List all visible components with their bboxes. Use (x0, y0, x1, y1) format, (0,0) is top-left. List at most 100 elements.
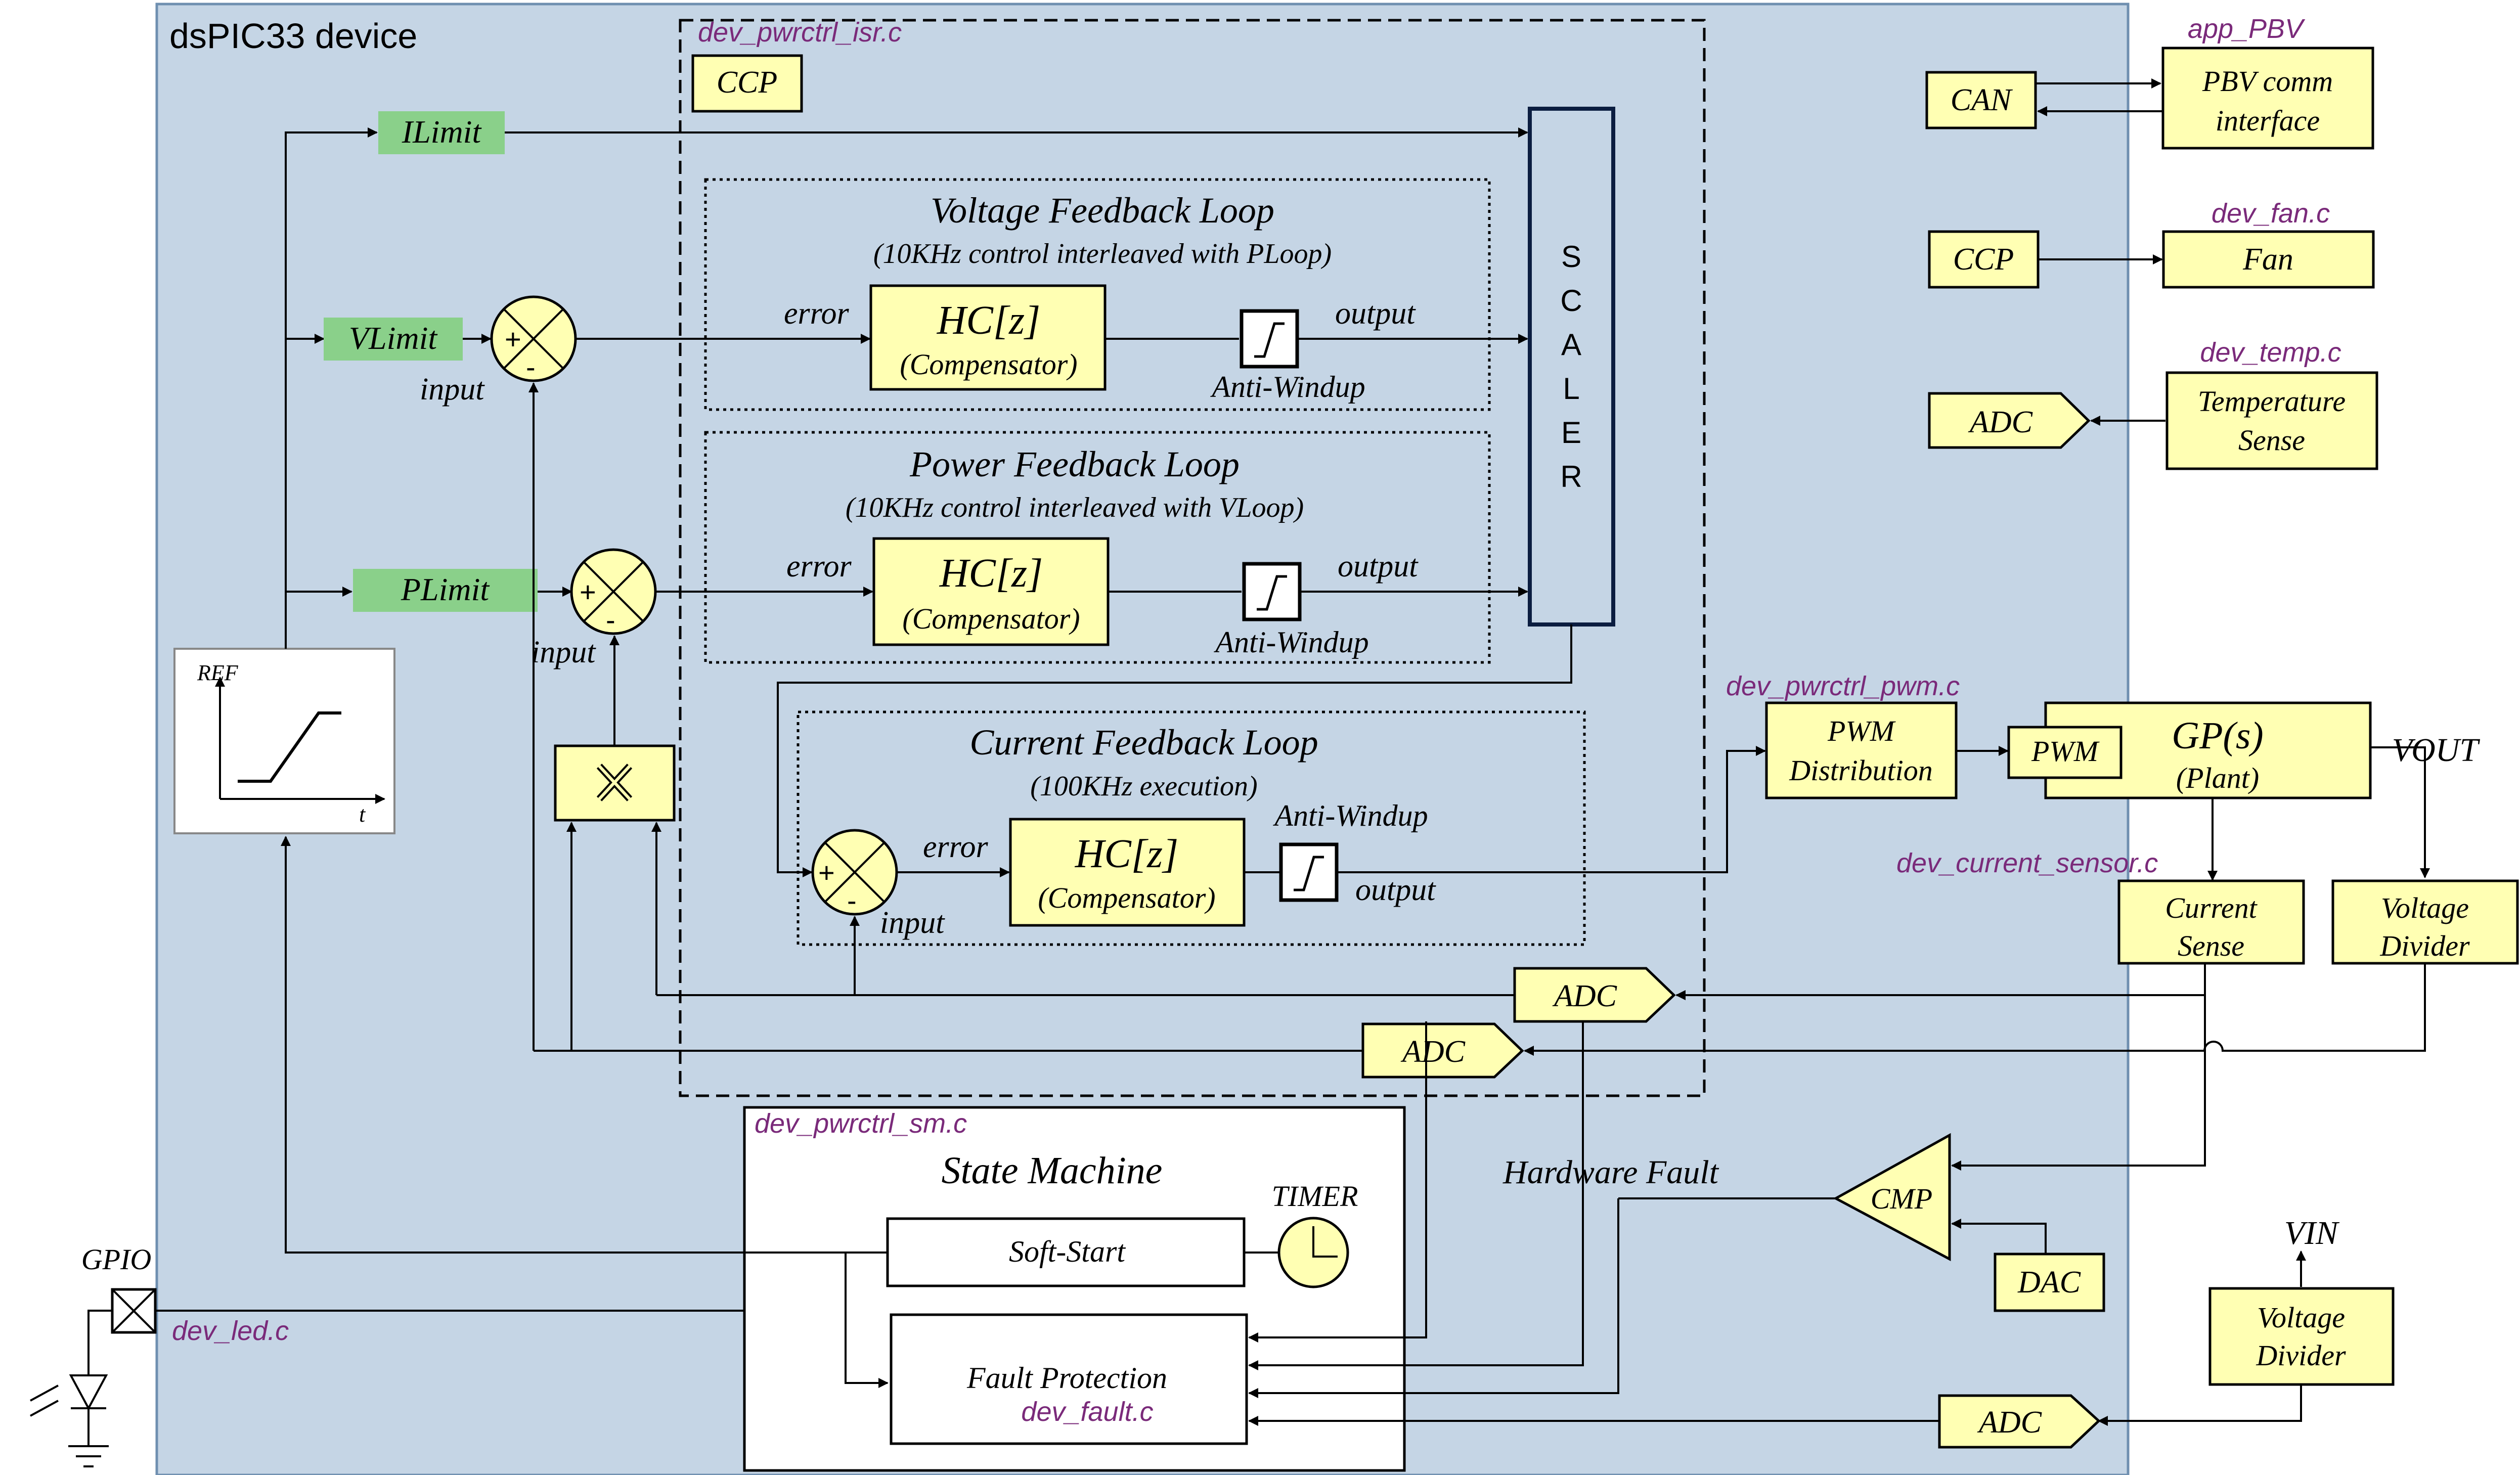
power-error-label: error (786, 549, 852, 584)
temp-adc-label: ADC (1968, 405, 2033, 439)
voltage-divider-block (2331, 879, 2519, 965)
ref-ramp-curve (238, 711, 341, 783)
power-sum-minus: - (606, 604, 615, 636)
soft-start-to-ref-wire (281, 836, 888, 1254)
current-loop-title: Current Feedback Loop (969, 722, 1318, 763)
current-compensator-block (1009, 818, 1246, 927)
pwm-distribution-line1: PWM (1827, 714, 1896, 747)
pwm-label: PWM (2031, 735, 2100, 768)
voltage-saturation-curve (1254, 322, 1285, 358)
current-compensator-label: (Compensator) (1038, 881, 1215, 914)
temperature-sense-line2: Sense (2238, 424, 2305, 457)
timer-label: TIMER (1272, 1180, 1358, 1213)
fault-protection-label: Fault Protection (966, 1361, 1167, 1395)
voltage-adc-label: ADC (1400, 1035, 1466, 1069)
voltage-sum-plus: + (505, 323, 521, 355)
fault-file-label: dev_fault.c (1021, 1397, 1153, 1427)
ilimit-label: ILimit (402, 114, 482, 150)
voltage-loop-subtitle: (10KHz control interleaved with PLoop) (873, 238, 1332, 270)
power-loop-subtitle: (10KHz control interleaved with VLoop) (846, 492, 1304, 523)
isr-region (679, 19, 1706, 1097)
device-title: dsPIC33 device (169, 16, 417, 56)
sm-file-label: dev_pwrctrl_sm.c (755, 1108, 967, 1139)
led-file-label: dev_led.c (172, 1316, 289, 1346)
vin-divider-block (2208, 1287, 2395, 1386)
vlimit-label: VLimit (349, 320, 438, 356)
voltage-divider-line1: Voltage (2381, 891, 2469, 924)
scaler-letter: C (1560, 284, 1582, 318)
power-loop-region (704, 431, 1491, 664)
hardware-fault-wire (1248, 1198, 1619, 1398)
ground-icon (68, 1407, 109, 1467)
ilimit-wire (285, 127, 378, 649)
pbv-file-label: app_PBV (2188, 14, 2306, 44)
current-summing-cross (824, 841, 886, 903)
power-summing-cross (583, 561, 644, 622)
current-loop-subtitle: (100KHz execution) (1030, 771, 1257, 802)
vin-divider-line1: Voltage (2257, 1301, 2345, 1334)
fault-current-adc-wire (1248, 1021, 1427, 1343)
fault-adc-wire (1248, 1021, 1584, 1370)
plant-label: (Plant) (2176, 762, 2259, 794)
current-sense-to-adc-wire (1675, 963, 2206, 1000)
ccp-fan-label: CCP (1953, 242, 2014, 277)
voltage-compensator-label: (Compensator) (900, 348, 1077, 381)
current-sense-block (2117, 879, 2305, 965)
power-antiwindup-label: Anti-Windup (1213, 625, 1368, 659)
led-icon (69, 1374, 108, 1411)
vout-to-vdiv-wire (2370, 746, 2430, 878)
power-input-label: input (531, 635, 596, 669)
current-adc-block (1513, 967, 1676, 1023)
power-compensator-label: (Compensator) (902, 602, 1080, 635)
current-sensor-file-label: dev_current_sensor.c (1896, 848, 2158, 878)
scaler-letter: E (1561, 416, 1581, 450)
gpio-pin-cross (111, 1288, 156, 1333)
vin-label: VIN (2284, 1215, 2340, 1251)
led-light-rays-icon (30, 1384, 59, 1417)
pwm-file-label: dev_pwrctrl_pwm.c (1726, 671, 1960, 701)
power-compensator-block (872, 537, 1110, 646)
current-sense-line2: Sense (2178, 929, 2244, 962)
scaler-letter: A (1561, 328, 1581, 362)
timer-hands (1312, 1226, 1338, 1258)
state-machine-title: State Machine (942, 1149, 1163, 1192)
fan-label: Fan (2242, 242, 2293, 277)
soft-start-label: Soft-Start (1009, 1235, 1126, 1268)
reference-t-label: t (359, 802, 366, 827)
sm-to-fault-wire (845, 1253, 889, 1388)
current-error-label: error (923, 830, 988, 864)
vin-adc-label: ADC (1977, 1405, 2042, 1440)
vin-divider-line2: Divider (2256, 1339, 2346, 1372)
can-label: CAN (1951, 83, 2013, 117)
current-output-label: output (1355, 873, 1436, 907)
fan-file-label: dev_fan.c (2212, 198, 2330, 229)
voltage-input-label: input (420, 372, 485, 407)
dac-to-cmp-wire (1951, 1219, 2047, 1254)
plimit-label: PLimit (401, 571, 490, 607)
pbv-comm-line2: interface (2216, 104, 2320, 137)
current-antiwindup-label: Anti-Windup (1272, 799, 1428, 832)
voltage-compensator-block (869, 284, 1107, 391)
voltage-adc-block (1361, 1022, 1524, 1079)
vin-div-to-adc-wire (2098, 1384, 2302, 1426)
cmp-block (1833, 1133, 1951, 1262)
gpio-label: GPIO (81, 1243, 152, 1276)
pbv-comm-line1: PBV comm (2202, 65, 2333, 98)
current-compensator-formula: HC[z] (1075, 832, 1179, 876)
temperature-sense-line1: Temperature (2198, 385, 2346, 418)
current-sense-line1: Current (2165, 891, 2258, 924)
voltage-error-label: error (784, 296, 849, 331)
vin-adc-block (1938, 1394, 2101, 1449)
plimit-block (353, 569, 538, 612)
plant-formula: GP(s) (2172, 714, 2264, 757)
scaler-to-current-sum-wire (777, 624, 1572, 877)
isr-file-label: dev_pwrctrl_isr.c (698, 17, 902, 48)
scaler-letter: R (1560, 460, 1582, 494)
pwm-distribution-line2: Distribution (1789, 754, 1933, 787)
scaler-letter: L (1563, 372, 1579, 406)
pbv-comm-block (2161, 47, 2374, 150)
power-compensator-formula: HC[z] (939, 551, 1043, 596)
voltage-loop-region (704, 178, 1491, 411)
voltage-divider-line2: Divider (2379, 929, 2470, 962)
